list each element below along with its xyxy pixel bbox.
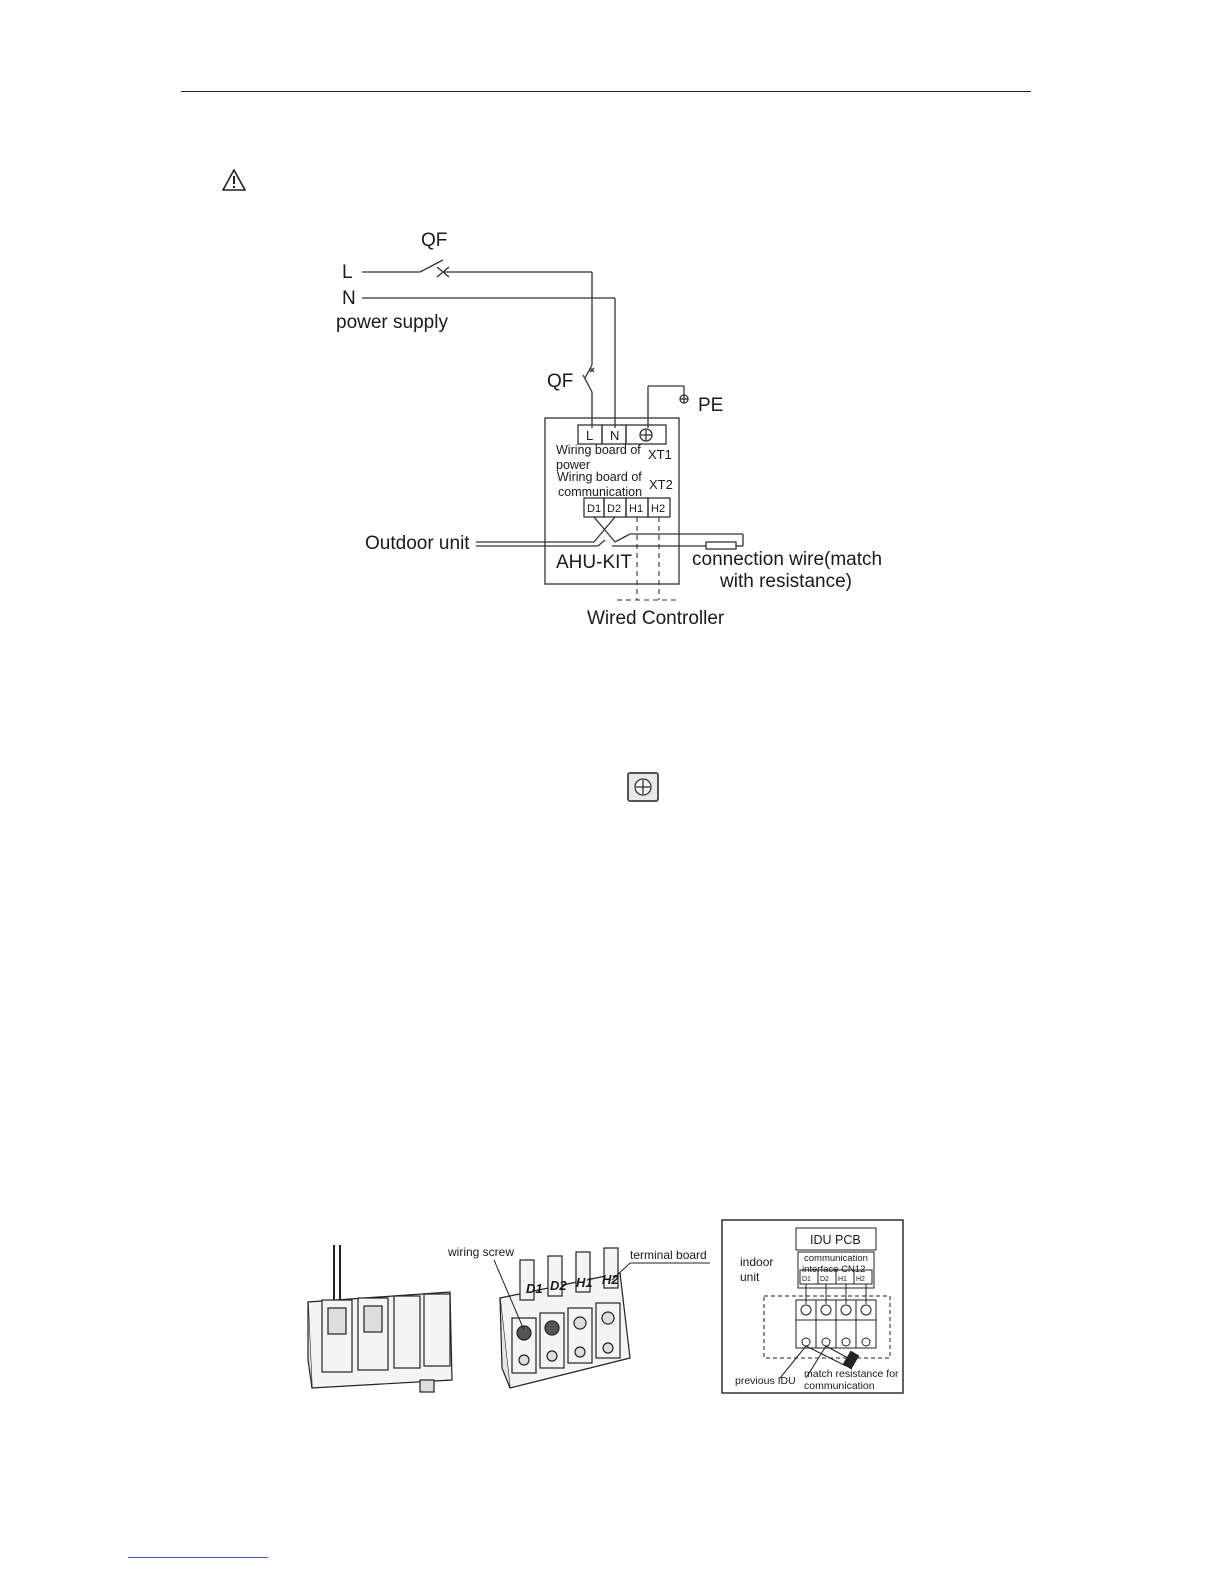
idu-pcb-label: IDU PCB bbox=[810, 1233, 861, 1247]
power-board-label-2: power bbox=[556, 458, 590, 472]
indoor-unit-label-1: indoor bbox=[740, 1255, 773, 1269]
connection-wire-label-1: connection wire(match bbox=[692, 549, 882, 570]
terminal-d2-label: D2 bbox=[607, 503, 621, 515]
qf-mid-label: QF bbox=[547, 371, 573, 392]
xt2-label: XT2 bbox=[649, 477, 673, 492]
outdoor-unit-label: Outdoor unit bbox=[365, 533, 470, 554]
previous-idu-label: previous IDU bbox=[735, 1375, 796, 1387]
match-resistance-label-2: communication bbox=[804, 1380, 875, 1392]
ground-terminal-icon bbox=[627, 772, 659, 802]
tb-d1-label: D1 bbox=[526, 1281, 543, 1296]
terminal-block-screwdriver-figure bbox=[307, 1245, 453, 1393]
wiring-diagram: QF L N power supply QF PE L N XT1 Wiring… bbox=[336, 230, 882, 629]
pe-label: PE bbox=[698, 395, 723, 416]
footer-link-rule bbox=[128, 1557, 268, 1558]
wired-controller-label: Wired Controller bbox=[587, 608, 725, 629]
idu-pcb-figure: IDU PCB indoor unit communication interf… bbox=[721, 1219, 904, 1394]
power-supply-label: power supply bbox=[336, 312, 448, 333]
connection-wire-label-2: with resistance) bbox=[719, 571, 852, 592]
power-board-label-1: Wiring board of bbox=[556, 443, 641, 457]
pcb-pin-d2-label: D2 bbox=[820, 1276, 829, 1283]
terminal-board-figure: wiring screw terminal board D1 D2 H1 H2 bbox=[447, 1245, 710, 1389]
match-resistance-label-1: match resistance for bbox=[804, 1368, 899, 1380]
wiring-screw-label: wiring screw bbox=[447, 1245, 514, 1259]
terminal-h1-label: H1 bbox=[629, 503, 643, 515]
comm-board-label-2: communication bbox=[558, 485, 642, 499]
terminal-l-label: L bbox=[586, 428, 593, 443]
header-rule bbox=[181, 91, 1031, 92]
warning-icon bbox=[222, 169, 246, 191]
ahu-kit-label: AHU-KIT bbox=[556, 552, 632, 573]
tb-h2-label: H2 bbox=[602, 1272, 619, 1287]
n-label: N bbox=[342, 288, 356, 309]
indoor-unit-label-2: unit bbox=[740, 1270, 760, 1284]
comm-board-label-1: Wiring board of bbox=[557, 470, 642, 484]
xt1-label: XT1 bbox=[648, 447, 672, 462]
comm-interface-label-2: interface CN12 bbox=[802, 1264, 865, 1275]
terminal-board-label: terminal board bbox=[630, 1248, 707, 1262]
pcb-pin-h1-label: H1 bbox=[838, 1276, 847, 1283]
tb-h1-label: H1 bbox=[576, 1275, 593, 1290]
pcb-pin-d1-label: D1 bbox=[802, 1276, 811, 1283]
pcb-pin-h2-label: H2 bbox=[856, 1276, 865, 1283]
terminal-d1-label: D1 bbox=[587, 503, 601, 515]
qf-top-label: QF bbox=[421, 230, 447, 251]
comm-interface-label-1: communication bbox=[804, 1253, 868, 1264]
tb-d2-label: D2 bbox=[550, 1278, 567, 1293]
l-label: L bbox=[342, 262, 353, 283]
terminal-h2-label: H2 bbox=[651, 503, 665, 515]
terminal-n-label: N bbox=[610, 428, 619, 443]
